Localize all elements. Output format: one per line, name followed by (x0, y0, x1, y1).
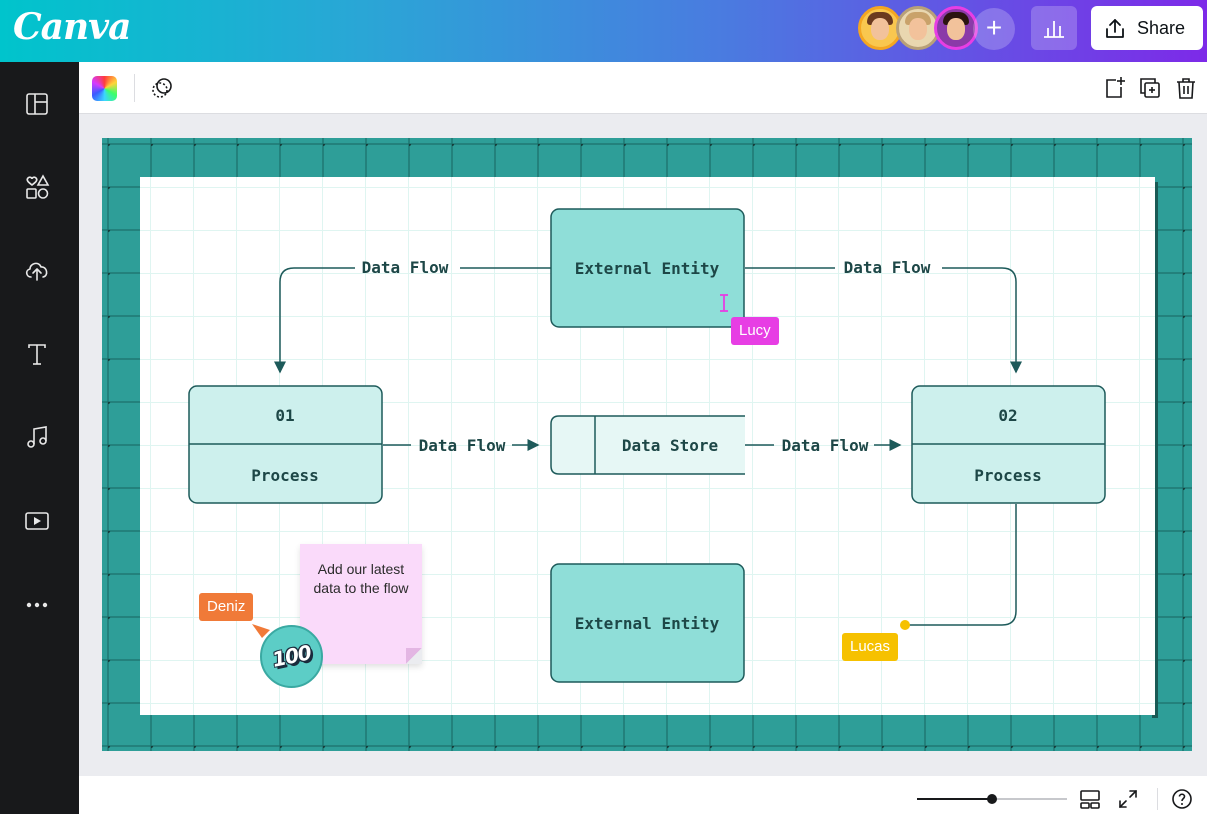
upload-icon (1106, 19, 1124, 38)
sidebar-item-design[interactable] (22, 89, 52, 119)
more-dots-icon (26, 602, 48, 608)
expand-icon (1119, 790, 1137, 808)
cursor-tag-lucas: Lucas (842, 633, 899, 661)
external-entity-bottom[interactable]: External Entity (550, 563, 745, 683)
help-button[interactable] (1171, 788, 1193, 810)
duplicate-icon (1140, 78, 1160, 98)
trash-icon (1177, 78, 1195, 99)
text-icon (28, 344, 46, 365)
sidebar-item-elements[interactable] (22, 172, 52, 202)
data-store[interactable]: Data Store (550, 415, 745, 475)
sticky-note-fold (406, 648, 422, 664)
hundred-points-sticker[interactable]: 100 (260, 625, 323, 688)
avatar-face (871, 18, 889, 40)
fullscreen-button[interactable] (1117, 788, 1139, 810)
sticky-note[interactable]: Add our latest data to the flow (300, 544, 422, 664)
avatar-face (909, 18, 927, 40)
lucas-cursor-dot (900, 620, 910, 630)
collaborator-avatar-1[interactable] (858, 6, 902, 50)
plus-icon: + (985, 12, 1003, 43)
bottom-bar (79, 776, 1207, 814)
canvas-shadow (1152, 182, 1158, 718)
top-bar: Canva + Share (0, 0, 1207, 62)
help-icon (1172, 789, 1192, 809)
collaborator-avatar-2[interactable] (896, 6, 940, 50)
process-01[interactable]: 01 Process (188, 385, 383, 504)
sidebar-item-uploads[interactable] (22, 255, 52, 285)
flow-label-top-right[interactable]: Data Flow (844, 258, 931, 277)
connector-lucas[interactable] (908, 504, 1017, 626)
toolbar-divider (134, 74, 135, 102)
zoom-slider-fill (917, 798, 992, 800)
transparency-button[interactable] (150, 75, 176, 101)
sidebar-item-text[interactable] (22, 339, 52, 369)
video-play-icon (25, 512, 49, 530)
music-note-icon (27, 426, 47, 448)
add-collaborator-button[interactable]: + (973, 8, 1015, 50)
editor-toolbar (79, 62, 1207, 114)
collaborator-avatar-3[interactable] (934, 6, 978, 50)
process-02[interactable]: 02 Process (911, 385, 1106, 504)
share-button[interactable]: Share (1091, 6, 1203, 50)
left-sidebar (0, 62, 79, 814)
sidebar-item-videos[interactable] (22, 506, 52, 536)
canva-logo[interactable]: Canva (13, 6, 131, 48)
external-entity-top-label: External Entity (575, 259, 720, 278)
cursor-tag-lucy: Lucy (731, 317, 779, 345)
add-page-button[interactable] (1101, 75, 1127, 101)
duplicate-page-button[interactable] (1137, 75, 1163, 101)
bar-chart-icon (1044, 21, 1064, 38)
share-label: Share (1137, 18, 1186, 38)
footer-divider (1157, 788, 1158, 810)
color-palette-icon[interactable] (92, 76, 117, 101)
process-02-label: Process (974, 466, 1041, 485)
flow-label-top-left[interactable]: Data Flow (362, 258, 449, 277)
connector-top-left[interactable] (274, 267, 355, 374)
process-01-label: Process (251, 466, 318, 485)
delete-page-button[interactable] (1173, 75, 1199, 101)
sidebar-item-more[interactable] (22, 590, 52, 620)
transparency-icon (152, 78, 172, 98)
process-01-number: 01 (275, 406, 294, 425)
insights-button[interactable] (1031, 6, 1077, 50)
data-store-label: Data Store (622, 436, 718, 455)
process-02-number: 02 (998, 406, 1017, 425)
sticker-text: 100 (270, 640, 313, 672)
page-view-button[interactable] (1079, 788, 1101, 810)
sidebar-item-audio[interactable] (22, 422, 52, 452)
sticky-note-text[interactable]: Add our latest data to the flow (313, 561, 409, 596)
add-page-icon (1106, 77, 1125, 98)
external-entity-bottom-label: External Entity (575, 614, 720, 633)
zoom-slider[interactable] (917, 794, 1067, 804)
flow-label-mid-left[interactable]: Data Flow (419, 436, 506, 455)
cloud-upload-icon (25, 262, 48, 281)
shapes-icon (26, 174, 50, 199)
grid-view-icon (1080, 790, 1100, 809)
deniz-pointer-icon (252, 624, 270, 638)
connector-top-right[interactable] (942, 267, 1022, 374)
cursor-tag-deniz: Deniz (199, 593, 254, 621)
avatar-face (947, 18, 965, 40)
zoom-slider-thumb[interactable] (987, 794, 997, 804)
flow-label-mid-right[interactable]: Data Flow (782, 436, 869, 455)
external-entity-top[interactable]: External Entity (550, 208, 745, 328)
layout-icon (26, 93, 48, 115)
lucy-text-cursor-icon (720, 294, 728, 312)
